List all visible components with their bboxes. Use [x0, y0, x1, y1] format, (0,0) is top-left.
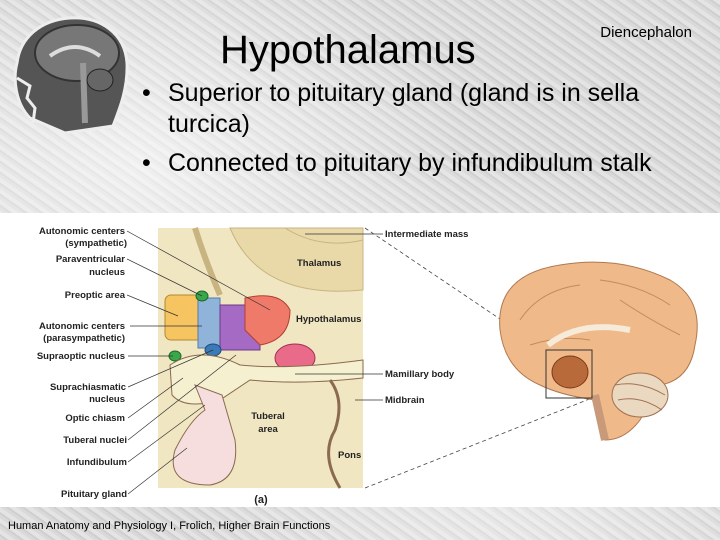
autonomic-symp-shape — [244, 295, 291, 346]
mri-head-image — [13, 16, 129, 135]
label-autonomic-sympathetic-2: (sympathetic) — [65, 238, 127, 249]
pituitary-shape — [172, 384, 237, 486]
bullet-item: Superior to pituitary gland (gland is in… — [140, 78, 680, 140]
label-optic-chiasm: Optic chiasm — [65, 413, 125, 424]
bullet-list: Superior to pituitary gland (gland is in… — [140, 78, 680, 187]
label-intermediate-mass: Intermediate mass — [385, 229, 468, 240]
whole-brain-illustration — [499, 261, 698, 441]
label-pons: Pons — [338, 450, 361, 461]
label-pituitary-gland: Pituitary gland — [61, 489, 127, 500]
label-suprachiasmatic-2: nucleus — [89, 394, 125, 405]
label-paraventricular: Paraventricular — [56, 254, 125, 265]
label-tuberal-area: Tuberal — [251, 411, 285, 422]
label-hypothalamus: Hypothalamus — [296, 314, 361, 325]
label-thalamus: Thalamus — [297, 258, 341, 269]
label-paraventricular-2: nucleus — [89, 267, 125, 278]
figure-caption: (a) — [254, 494, 268, 506]
label-autonomic-parasympathetic: Autonomic centers — [39, 321, 125, 332]
label-infundibulum: Infundibulum — [67, 457, 127, 468]
slide-footer: Human Anatomy and Physiology I, Frolich,… — [8, 520, 331, 532]
label-tuberal-area-2: area — [258, 424, 278, 435]
section-label: Diencephalon — [600, 24, 692, 41]
preoptic-area-shape — [164, 294, 204, 341]
label-autonomic-parasympathetic-2: (parasympathetic) — [43, 333, 125, 344]
label-midbrain: Midbrain — [385, 395, 425, 406]
label-tuberal-nuclei: Tuberal nuclei — [63, 435, 127, 446]
hypothalamus-diagram: Autonomic centers (sympathetic) Paravent… — [37, 226, 698, 506]
slide-title: Hypothalamus — [220, 28, 476, 72]
label-preoptic-area: Preoptic area — [65, 290, 126, 301]
label-mamillary-body: Mamillary body — [385, 369, 455, 380]
label-autonomic-sympathetic: Autonomic centers — [39, 226, 125, 237]
bullet-item: Connected to pituitary by infundibulum s… — [140, 148, 680, 179]
label-supraoptic-nucleus: Supraoptic nucleus — [37, 351, 125, 362]
label-suprachiasmatic: Suprachiasmatic — [50, 382, 126, 393]
callout-box — [545, 349, 593, 399]
hypothalamus-figure: Autonomic centers (sympathetic) Paravent… — [0, 213, 720, 507]
